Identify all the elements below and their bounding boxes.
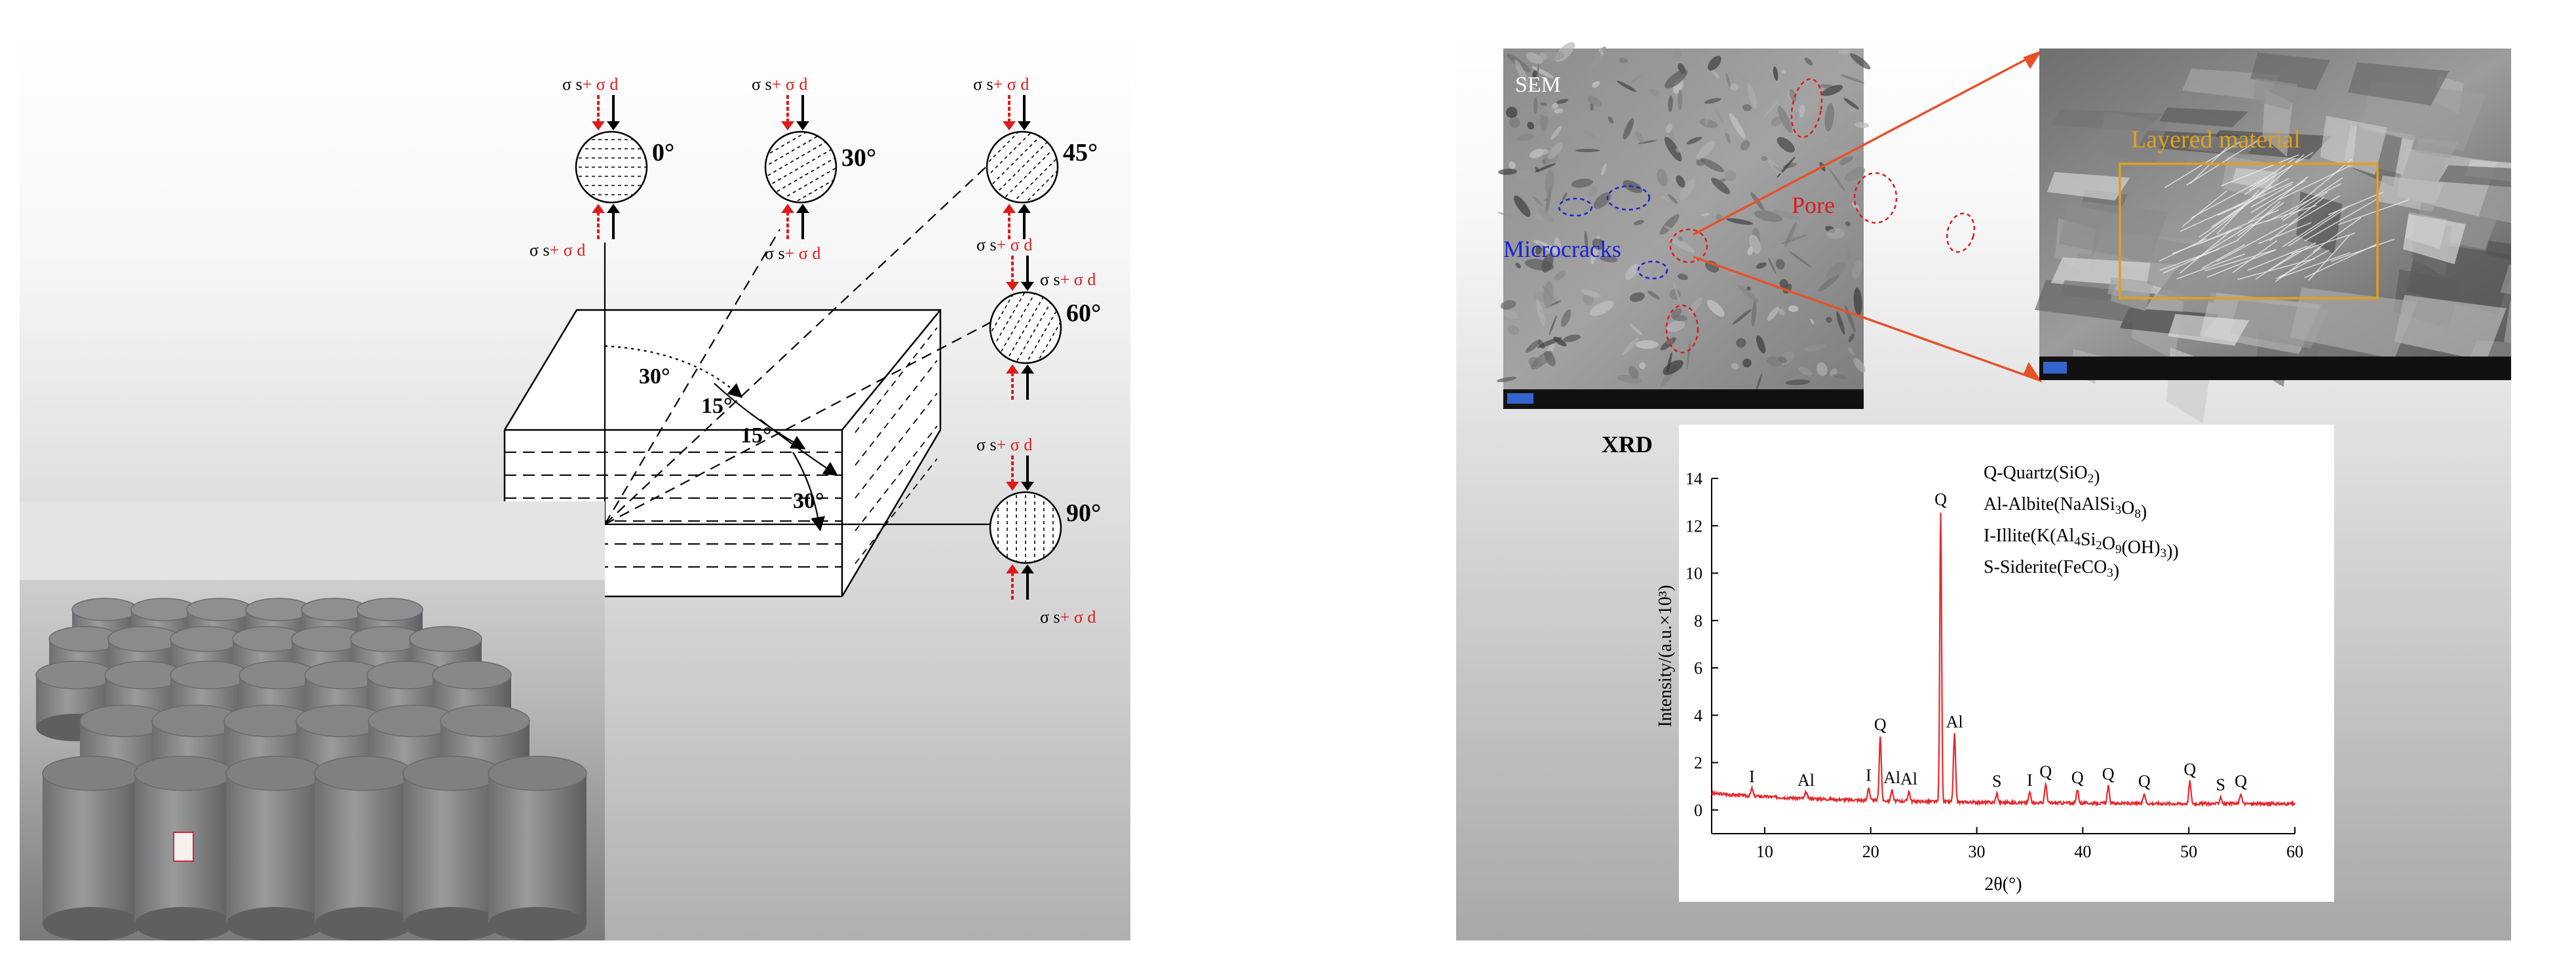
orientation-angle-3: 60° [1066,300,1101,327]
anisotropy-diagram: 30° 15° 15° 30° 0° σ s+ σ d σ s+ σ d 30° σ s… [20,75,1101,941]
cylinder [488,756,587,941]
specimen-0: 0° σ s+ σ d σ s+ σ d [529,75,674,260]
rock-samples-photo [20,501,605,941]
orientation-angle-4: 90° [1066,499,1101,527]
peak-label: I [1866,766,1872,785]
zoom-connectors [1693,50,2043,383]
stress-label-top-2: σ s+ σ d [973,75,1029,94]
block-angle-30: 30° [639,364,670,389]
stress-label-top-0: σ s+ σ d [562,75,618,94]
peak-label: Q [2039,762,2052,781]
legend-entry-0: Q-Quartz(SiO2) [1984,463,2100,487]
cylinder [134,756,233,941]
specimen-1: 30° σ s+ σ d σ s+ σ d [752,75,876,263]
x-tick-label: 50 [2180,842,2197,861]
layered-material-box [2119,163,2379,300]
legend-entry-3: S-Siderite(FeCO3) [1984,557,2119,581]
x-tick-label: 10 [1756,842,1773,861]
x-tick-label: 20 [1862,842,1879,861]
y-tick-label: 14 [1685,469,1702,488]
peak-label: Q [2235,772,2247,791]
peak-label: Q [2102,765,2115,784]
anisotropy-diagram-panel: 30° 15° 15° 30° 0° σ s+ σ d σ s+ σ d 30° σ s… [20,26,1130,941]
xrd-chart: 0 2 4 6 8 10 12 14 10 20 30 40 50 60 2θ(°) Intensity/(a… [1655,469,2303,895]
orientation-angle-1: 30° [841,144,876,172]
y-tick-label: 8 [1694,611,1702,630]
cylinder [402,756,502,941]
sem-label: SEM [1515,73,1561,97]
microstructure-panel: SEM Microcracks Pore [1456,26,2576,940]
peak-label: Q [1934,490,1947,509]
y-tick-label: 4 [1694,706,1702,725]
specimen-2: 45° σ s+ σ d [973,75,1098,239]
sem-overview-image: SEM Microcracks Pore [1496,42,1976,409]
pore-markers [1665,78,1976,354]
peak-label: S [1992,772,2001,791]
microcrack-markers [1558,185,1668,280]
y-tick-label: 6 [1694,659,1702,678]
layered-material-label: Layered material [2131,126,2300,153]
xrd-title: XRD [1602,431,1653,457]
stress-label-bottom-1: σ s+ σ d [765,244,820,263]
y-tick-label: 10 [1685,564,1702,583]
peak-label: I [2027,771,2033,790]
xrd-series-line [1711,513,2296,807]
x-axis-label: 2θ(°) [1984,874,2022,895]
microstructure-figure: SEM Microcracks Pore [1496,42,2576,902]
cylinder-samples [35,598,587,941]
orientation-angle-0: 0° [652,139,674,166]
pore-label: Pore [1792,192,1835,218]
xrd-chart-card: 0 2 4 6 8 10 12 14 10 20 30 40 50 60 2θ(°) Intensity/(a… [1655,425,2334,902]
stress-label-top-3: σ s+ σ d [976,235,1032,254]
cylinder [42,756,142,941]
peak-label: Al [1883,768,1900,787]
y-tick-label: 12 [1685,516,1702,535]
peak-label: Al [1946,712,1963,731]
orientation-angle-2: 45° [1063,139,1098,166]
legend-entry-2: I-Illite(K(Al4Si2O9(OH)3)) [1984,526,2179,562]
microcracks-label: Microcracks [1503,236,1621,262]
stress-label-top-4: σ s+ σ d [976,435,1032,454]
peak-label: Al [1900,769,1917,788]
peak-label: Q [2183,760,2196,779]
peak-label: S [2216,775,2225,794]
specimen-orientations: 0°σ s+ σ dσ s+ σ d30°σ s+ σ dσ s+ σ d45°… [529,75,1101,627]
legend-entry-1: Al-Albite(NaAlSi3O8) [1984,494,2147,522]
direction-lines [604,160,1003,532]
block-angle-30b: 30° [793,489,824,513]
block-angle-15b: 15° [740,423,772,448]
y-tick-label: 2 [1694,754,1702,773]
cylinder [225,756,325,941]
y-axis-label: Intensity/(a.u.×10³) [1655,585,1676,727]
peak-label: Al [1797,771,1815,790]
peak-label: Q [2071,768,2084,787]
peak-label: I [1749,767,1755,786]
specimen-4: 90° σ s+ σ d σ s+ σ d [976,435,1101,627]
peak-label: Q [2138,772,2151,791]
cylinder [314,756,413,941]
sem-zoom-image: Layered material [2034,48,2576,424]
y-tick-label: 0 [1694,801,1702,820]
block-angle-15a: 15° [701,394,733,418]
stress-label-top-1: σ s+ σ d [752,75,807,94]
x-tick-label: 40 [2074,842,2091,861]
xrd-legend: Q-Quartz(SiO2) Al-Albite(NaAlSi3O8) I-Illi… [1984,463,2179,581]
stress-label-bottom-3: σ s+ σ d [1040,270,1096,289]
specimen-3: 60° σ s+ σ d σ s+ σ d [976,235,1101,400]
x-tick-label: 30 [1969,842,1986,861]
stress-label-bottom-4: σ s+ σ d [1040,608,1096,627]
peak-label: Q [1874,715,1887,734]
stress-label-bottom-0: σ s+ σ d [529,241,585,260]
x-tick-label: 60 [2286,842,2303,861]
